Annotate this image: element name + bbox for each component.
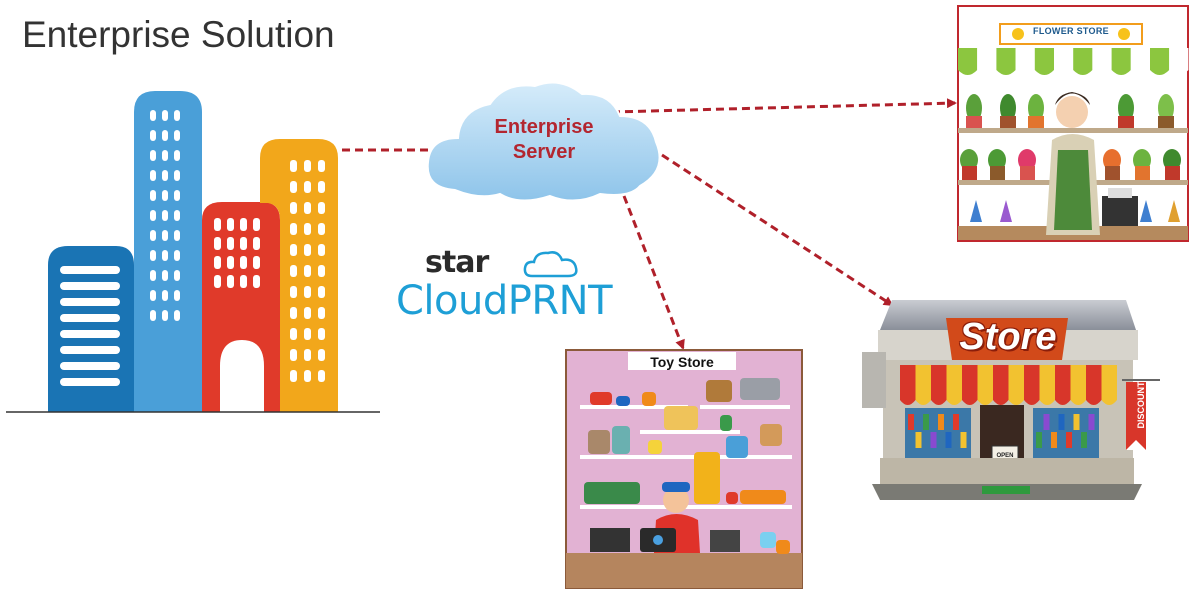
building-door [220, 340, 264, 412]
enterprise-server-cloud [426, 81, 661, 202]
arrow-server-to-retail-store [661, 153, 894, 307]
building-windows [290, 160, 325, 382]
toy-store-sign: Toy Store [650, 354, 714, 370]
toy-store-illustration [565, 349, 803, 589]
retail-store-illustration [862, 300, 1160, 500]
flower-store-sign: FLOWER STORE [1033, 26, 1109, 36]
star-logo: star [425, 245, 489, 280]
arrow-server-to-toy-store [622, 195, 685, 350]
server-label-line1: Enterprise [494, 116, 594, 138]
page-title: Enterprise Solution [22, 14, 335, 55]
enterprise-buildings [6, 91, 380, 413]
retail-store-sign: Store [959, 316, 1057, 358]
flower-store-illustration [957, 5, 1189, 242]
enterprise-server-label: Enterprise Server [458, 115, 630, 165]
discount-banner: DISCOUNT [1136, 381, 1146, 429]
building-blue-light [134, 91, 202, 412]
open-sign: OPEN [996, 453, 1014, 459]
arrow-server-to-flower-store [611, 98, 957, 114]
building-windows [214, 218, 260, 288]
logo-cloud-icon [523, 251, 578, 278]
building-windows [150, 110, 180, 321]
building-windows [60, 266, 120, 386]
cloudprnt-logo: CloudPRNT [396, 278, 613, 324]
server-label-line2: Server [512, 141, 576, 163]
